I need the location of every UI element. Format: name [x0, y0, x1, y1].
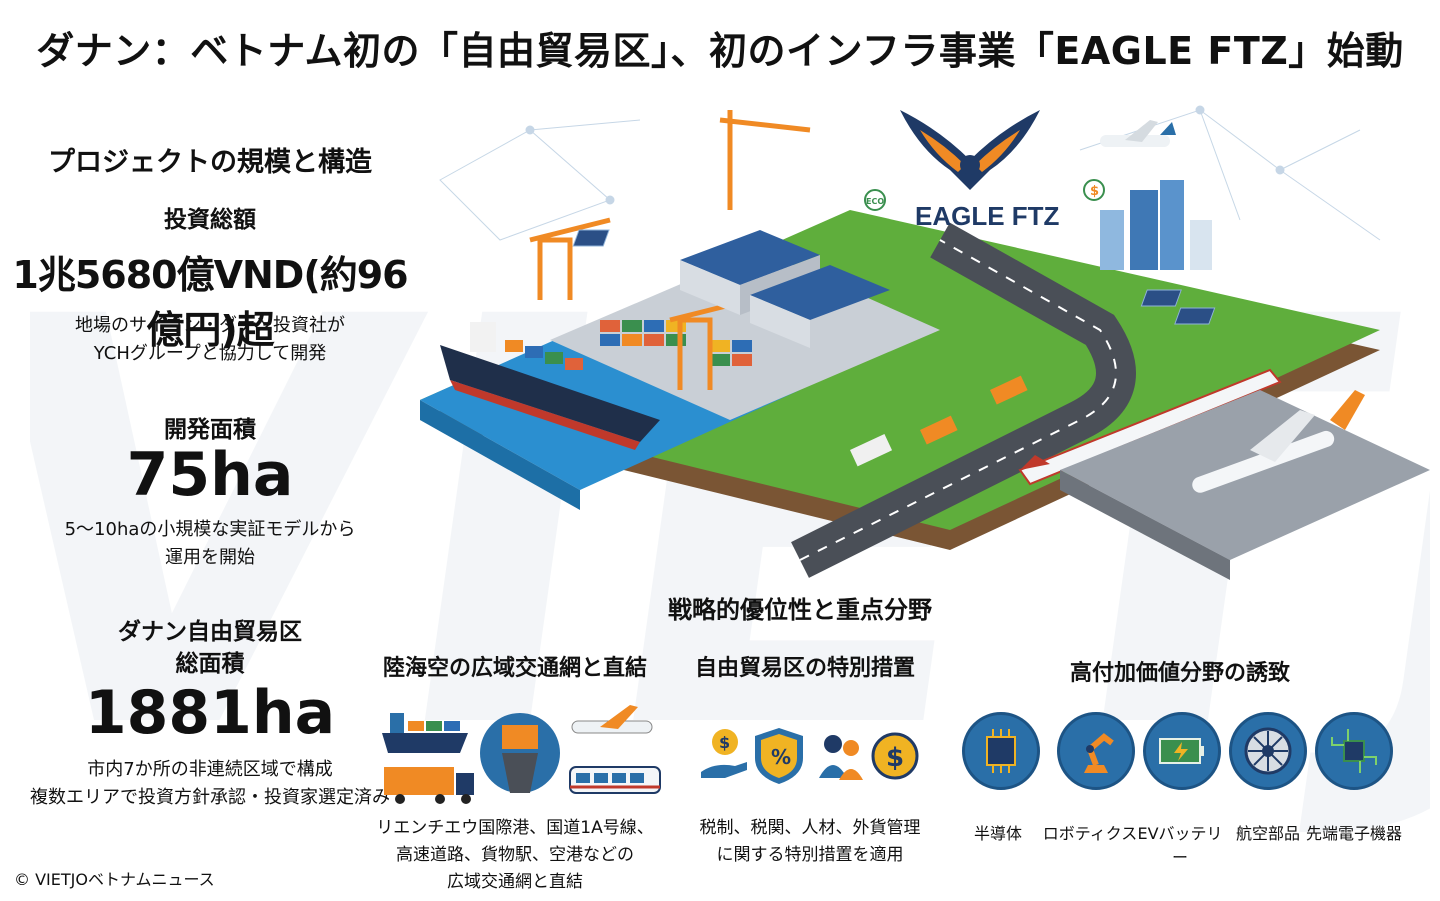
- strategy-heading: 戦略的優位性と重点分野: [668, 596, 932, 624]
- truck-icon: [384, 767, 474, 804]
- airplane-parked: [1192, 390, 1365, 493]
- train-icon: [569, 766, 661, 794]
- industry-label-robotics: ロボティクス: [1042, 824, 1138, 843]
- ftz-note-2: 複数エリアで投資方針承認・投資家選定済み: [30, 787, 390, 808]
- copyright: © VIETJOベトナムニュース: [14, 870, 215, 889]
- investment-label: 投資総額: [164, 207, 256, 233]
- wind-turbines: [603, 183, 1299, 290]
- measures-desc-line-2: に関する特別措置を適用: [716, 845, 904, 865]
- page-title: ダナン：ベトナム初の「自由貿易区」、初のインフラ事業「EAGLE FTZ」始動: [36, 29, 1404, 73]
- transport-title: 陸海空の広域交通網と直結: [382, 656, 647, 681]
- eagle-logo: [900, 110, 1040, 190]
- industry-label-electronics: 先端電子機器: [1305, 824, 1402, 843]
- eagle-ftz-illustration: EAGLE FTZ ECO $: [420, 105, 1430, 580]
- people-icon: [819, 735, 863, 780]
- svg-text:$: $: [886, 743, 904, 773]
- investment-note-1: 地場のサイゴン・ダナン投資社が: [75, 315, 345, 336]
- ftz-value: 1881ha: [84, 678, 336, 748]
- logo-text: EAGLE FTZ: [915, 201, 1060, 231]
- tax-shield-icon: %: [755, 728, 803, 784]
- area-note-2: 運用を開始: [165, 547, 255, 568]
- high-value-title: 高付加価値分野の誘致: [1069, 661, 1290, 686]
- industry-label-semiconductor: 半導体: [973, 824, 1022, 843]
- coin-icon: $: [871, 732, 919, 780]
- transport-desc-line-3: 広域交通網と直結: [447, 872, 583, 892]
- ftz-label-2: 総面積: [175, 651, 245, 677]
- ftz-note-1: 市内7か所の非連続区域で構成: [87, 759, 333, 780]
- containers: [600, 320, 752, 366]
- airplane-icon: [571, 705, 653, 734]
- highway-icon: [480, 713, 560, 793]
- investment-note-2: YCHグループと協力して開発: [93, 343, 327, 364]
- bullet-train: [1018, 368, 1282, 486]
- area-label: 開発面積: [164, 417, 256, 443]
- dollar-badge: $: [1090, 184, 1099, 199]
- measures-desc: 税制、税関、人材、外貨管理 に関する特別措置を適用: [680, 815, 940, 869]
- ev-battery-icon: [1143, 712, 1221, 790]
- transport-desc-line-2: 高速道路、貨物駅、空港などの: [396, 845, 634, 865]
- measures-desc-line-1: 税制、税関、人材、外貨管理: [699, 818, 921, 838]
- network-lines: [439, 105, 1381, 241]
- airplane-flying: [1100, 120, 1176, 147]
- transport-desc: リエンチエウ国際港、国道1A号線、 高速道路、貨物駅、空港などの 広域交通網と直…: [365, 815, 665, 896]
- robotics-icon: [1057, 712, 1135, 790]
- svg-text:$: $: [719, 733, 730, 752]
- transport-icons: [382, 705, 661, 804]
- ship-icon: [382, 713, 468, 753]
- cargo-ship: [440, 322, 660, 450]
- industry-label-aviation: 航空部品: [1235, 824, 1300, 843]
- city-buildings: [1100, 180, 1212, 270]
- area-note-1: 5～10haの小規模な実証モデルから: [64, 519, 356, 540]
- semiconductor-icon: [962, 712, 1040, 790]
- industry-label-ev-battery: EVバッテリー: [1137, 824, 1223, 867]
- hand-coin-icon: $: [701, 729, 747, 778]
- svg-text:%: %: [771, 745, 791, 769]
- transport-desc-line-1: リエンチエウ国際港、国道1A号線、: [376, 818, 654, 838]
- area-value: 75ha: [126, 440, 294, 510]
- project-heading: プロジェクトの規模と構造: [48, 147, 372, 178]
- ftz-label-1: ダナン自由貿易区: [118, 619, 302, 645]
- electronics-icon: [1315, 712, 1393, 790]
- measures-icons: $ % $: [701, 728, 919, 784]
- jet-engine-icon: [1229, 712, 1307, 790]
- special-measures-title: 自由貿易区の特別措置: [694, 656, 915, 681]
- warehouses: [680, 230, 890, 348]
- investment-value: 1兆5680億VND(約96億円)超: [12, 253, 408, 352]
- eco-badge: ECO: [866, 197, 884, 206]
- solar-panels: [572, 229, 1216, 325]
